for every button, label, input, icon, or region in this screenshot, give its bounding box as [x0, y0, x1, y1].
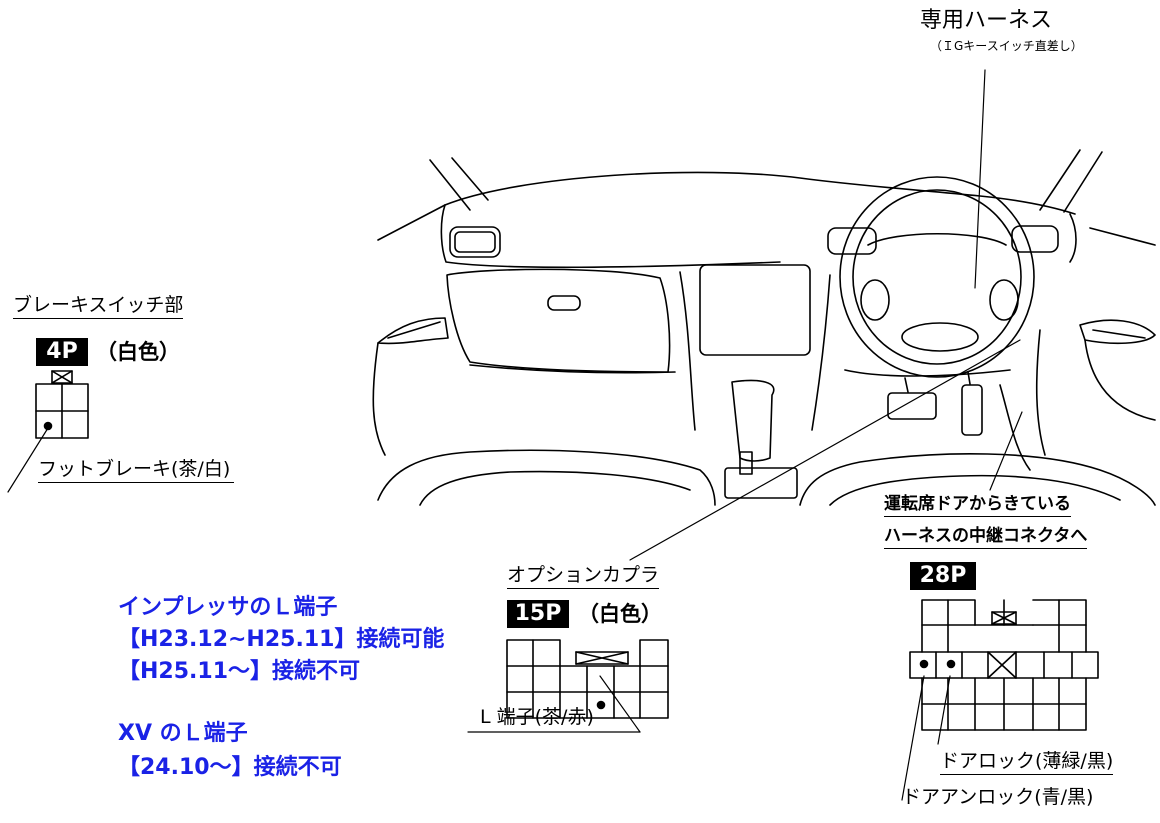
brake-pins-badge: 4P	[36, 338, 88, 366]
door-pins-badge: 28P	[910, 562, 976, 590]
steering-wheel	[839, 176, 1035, 378]
windshield-frame	[377, 149, 1156, 246]
door-right	[1079, 319, 1156, 421]
lower-dash	[469, 329, 1046, 471]
brake-pin-label: フットブレーキ(茶/白)	[38, 460, 235, 483]
note-xv-line1: 【24.10～】接続不可	[118, 755, 342, 780]
brake-color: （白色）	[96, 340, 180, 364]
door-connector	[909, 599, 1099, 731]
leader-lines	[7, 69, 1023, 801]
harness-title: 専用ハーネス	[920, 8, 1053, 33]
note-xv-title: XV のＬ端子	[118, 721, 248, 746]
door-left	[372, 317, 449, 456]
center-display	[679, 264, 831, 431]
door-lock-label: ドアロック(薄緑/黒)	[940, 752, 1114, 775]
harness-subtitle: （ＩGキースイッチ直差し）	[930, 39, 1083, 53]
door-unlock-label: ドアアンロック(青/黒)	[902, 786, 1094, 808]
option-pins-badge: 15P	[507, 600, 569, 628]
option-connector	[506, 639, 669, 719]
door-title-line2: ハーネスの中継コネクタへ	[884, 528, 1088, 549]
door-title-line1: 運転席ドアからきている	[884, 496, 1071, 517]
brake-title: ブレーキスイッチ部	[13, 296, 184, 319]
option-pin-label: L 端子(茶/赤)	[480, 706, 594, 728]
seat-right	[799, 453, 1156, 506]
note-impreza-line1: 【H23.12~H25.11】接続可能	[118, 627, 445, 652]
note-impreza-title: インプレッサのＬ端子	[118, 595, 338, 620]
pedals	[887, 371, 983, 436]
left-vent	[449, 226, 501, 258]
brake-connector	[35, 370, 89, 439]
note-impreza-line2: 【H25.11～】接続不可	[118, 659, 361, 684]
shift-lever	[724, 379, 798, 499]
option-color: （白色）	[578, 602, 662, 626]
glove-box	[446, 268, 671, 373]
dashboard-top	[440, 171, 1077, 269]
seat-left	[377, 449, 716, 506]
option-title: オプションカプラ	[507, 566, 660, 589]
